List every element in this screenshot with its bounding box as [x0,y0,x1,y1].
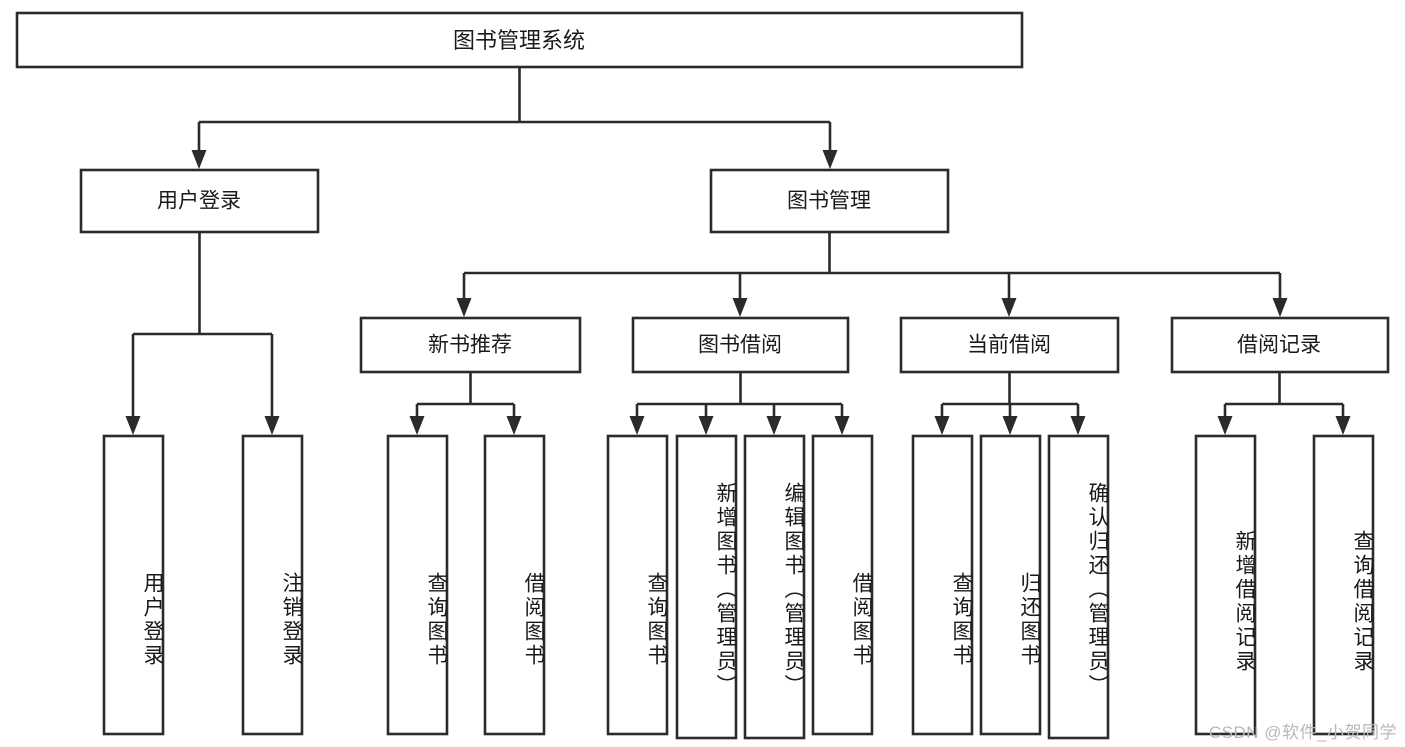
node-new-book-recommend[interactable]: 新书推荐 [359,316,582,374]
leaf-box-borrow-book-nb[interactable] [483,434,546,736]
node-book-management[interactable]: 图书管理 [709,168,950,234]
node-book-borrow-label: 图书借阅 [698,334,782,357]
connector-newbook-to-leaves [409,372,522,435]
node-borrow-record[interactable]: 借阅记录 [1170,316,1390,374]
csdn-watermark: CSDN @软件_小贺同学 [1208,723,1397,742]
leaf-box-query-book-bb[interactable] [606,434,669,736]
leaf-box-add-book-admin[interactable] [675,434,738,740]
leaf-box-query-book-cb[interactable] [911,434,974,736]
node-user-login[interactable]: 用户登录 [79,168,320,234]
node-book-borrow[interactable]: 图书借阅 [631,316,850,374]
connector-userlogin-to-leaves [125,232,280,435]
connector-currentborrow-to-leaves [934,372,1086,435]
node-new-book-recommend-label: 新书推荐 [428,334,512,357]
leaf-box-borrow-book-bb[interactable] [811,434,874,736]
node-current-borrow[interactable]: 当前借阅 [899,316,1120,374]
leaf-box-query-borrow-record[interactable] [1312,434,1375,736]
leaf-box-add-borrow-record[interactable] [1194,434,1257,736]
connector-root-to-level2 [191,67,838,169]
node-root-system[interactable]: 图书管理系统 [15,11,1024,69]
connector-bookmgmt-to-level3 [456,232,1288,317]
node-book-management-label: 图书管理 [787,190,871,213]
connector-bookborrow-to-leaves [629,372,850,435]
node-user-login-label: 用户登录 [157,190,241,213]
leaf-box-edit-book-admin[interactable] [743,434,806,740]
leaf-box-confirm-return-admin[interactable] [1047,434,1110,740]
node-root-label: 图书管理系统 [453,28,585,53]
node-borrow-record-label: 借阅记录 [1237,334,1321,357]
leaf-box-user-login[interactable] [102,434,165,736]
leaf-box-query-book-nb[interactable] [386,434,449,736]
leaf-box-logout[interactable] [241,434,304,736]
leaf-box-return-book[interactable] [979,434,1042,736]
node-current-borrow-label: 当前借阅 [967,334,1051,357]
connector-borrowrecord-to-leaves [1217,372,1351,435]
